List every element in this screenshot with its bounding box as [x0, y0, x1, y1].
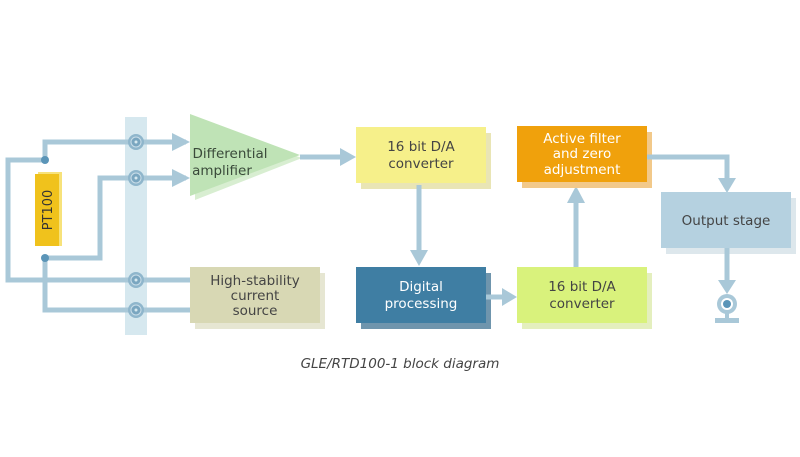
current-source-block: High-stability current source	[190, 267, 325, 329]
svg-text:adjustment: adjustment	[544, 162, 621, 178]
svg-text:16 bit D/A: 16 bit D/A	[387, 139, 455, 155]
output-stage-block: Output stage	[661, 192, 796, 254]
pt100-label: PT100	[41, 190, 56, 231]
svg-text:High-stability: High-stability	[210, 273, 300, 289]
svg-text:processing: processing	[385, 296, 458, 312]
differential-amplifier: Differential amplifier	[190, 114, 302, 200]
connector-digital-dac	[486, 288, 517, 306]
dac-block: 16 bit D/A converter	[517, 267, 652, 329]
svg-text:Output stage: Output stage	[682, 213, 771, 229]
arrow-head	[172, 169, 190, 187]
svg-text:Active filter: Active filter	[543, 131, 621, 147]
junction-node	[41, 254, 49, 262]
svg-text:16 bit D/A: 16 bit D/A	[548, 279, 616, 295]
terminal-icon	[128, 272, 144, 288]
connector-amp-adc	[300, 148, 356, 166]
connector-output-terminal	[718, 248, 736, 294]
connector-adc-digital	[410, 185, 428, 266]
svg-text:Differential: Differential	[193, 146, 268, 162]
svg-text:source: source	[233, 303, 278, 319]
svg-text:current: current	[231, 288, 280, 304]
terminal-icon	[128, 170, 144, 186]
junction-node	[41, 156, 49, 164]
diagram-caption: GLE/RTD100-1 block diagram	[300, 356, 500, 372]
arrow-head	[172, 133, 190, 151]
connector-filter-output	[647, 154, 736, 193]
svg-text:converter: converter	[388, 156, 454, 172]
svg-text:and zero: and zero	[553, 146, 612, 162]
terminal-icon	[128, 302, 144, 318]
digital-processing-block: Digital processing	[356, 267, 491, 329]
adc-block: 16 bit D/A converter	[356, 127, 491, 189]
active-filter-block: Active filter and zero adjustment	[517, 126, 652, 188]
svg-text:converter: converter	[549, 296, 615, 312]
svg-text:Digital: Digital	[399, 279, 443, 295]
output-connector-icon	[715, 294, 739, 323]
connector-dac-filter	[567, 186, 585, 267]
pt100-sensor: PT100	[35, 172, 62, 246]
svg-text:amplifier: amplifier	[192, 163, 252, 179]
terminal-icon	[128, 134, 144, 150]
